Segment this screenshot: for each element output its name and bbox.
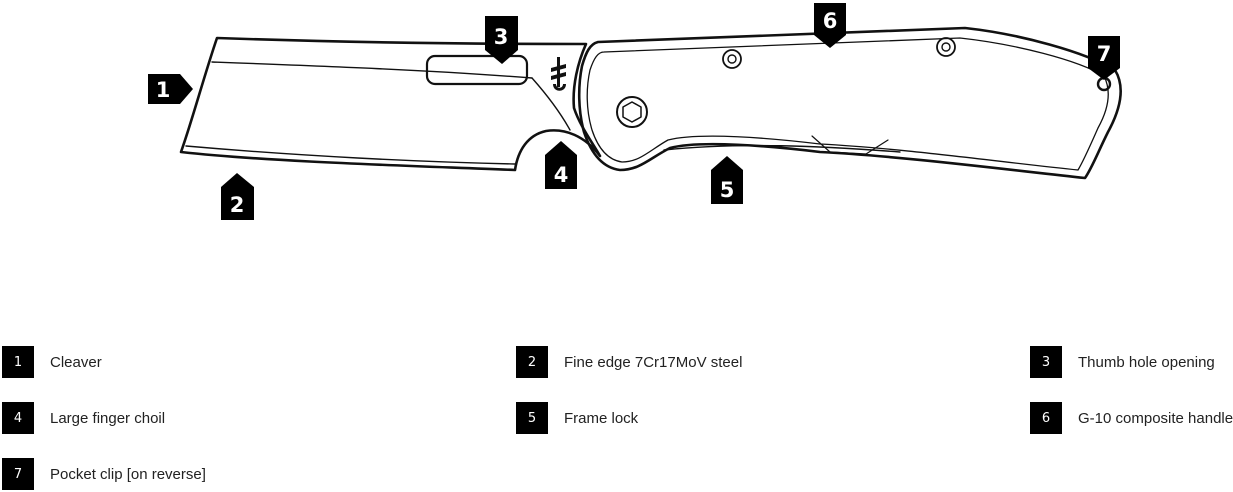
thumb-hole [425, 54, 529, 86]
legend-item-7: 7 Pocket clip [on reverse] [2, 458, 206, 490]
pivot-screw-torx [622, 101, 642, 123]
callout-7: 7 [1088, 36, 1120, 80]
frame-lock-cut [811, 135, 889, 155]
blade-spine-grind [531, 77, 571, 131]
callout-4: 4 [545, 141, 577, 189]
screw-1-inner [727, 54, 737, 64]
legend-item-6: 6 G-10 composite handle [1030, 402, 1233, 434]
blade-edge-line [185, 145, 516, 165]
callout-5-text: 5 [720, 178, 735, 202]
callout-3: 3 [485, 16, 518, 64]
callout-2: 2 [221, 173, 254, 220]
callout-6-text: 6 [823, 9, 838, 33]
legend-label: Large finger choil [50, 409, 166, 427]
legend-item-4: 4 Large finger choil [2, 402, 165, 434]
legend-number: 1 [2, 346, 34, 378]
screw-2-inner [941, 42, 951, 52]
handle-outline [577, 26, 1123, 180]
callout-5: 5 [711, 156, 743, 204]
legend-item-5: 5 Frame lock [516, 402, 638, 434]
legend-number: 2 [516, 346, 548, 378]
screw-2-outer [936, 37, 956, 57]
legend-number: 4 [2, 402, 34, 434]
legend-label: Fine edge 7Cr17MoV steel [564, 353, 743, 371]
legend-item-1: 1 Cleaver [2, 346, 102, 378]
legend-label: Thumb hole opening [1078, 353, 1215, 371]
callout-1: 1 [148, 74, 193, 104]
handle-bevel [586, 37, 1109, 171]
gerber-logo-icon [551, 57, 566, 91]
screw-1-outer [722, 49, 742, 69]
legend-item-3: 3 Thumb hole opening [1030, 346, 1215, 378]
frame-lock-line [663, 144, 901, 153]
callout-1-text: 1 [156, 78, 171, 102]
blade-bevel-line [211, 61, 533, 79]
knife-diagram: 1 2 3 4 5 6 7 [148, 3, 1123, 220]
legend-label: Cleaver [50, 353, 102, 371]
callout-6: 6 [814, 3, 846, 48]
legend-label: Pocket clip [on reverse] [50, 465, 206, 483]
callout-2-text: 2 [230, 193, 245, 217]
callout-7-text: 7 [1097, 42, 1112, 66]
callout-3-text: 3 [494, 25, 509, 49]
callout-4-text: 4 [554, 163, 569, 187]
legend-number: 5 [516, 402, 548, 434]
legend-number: 7 [2, 458, 34, 490]
legend-label: G-10 composite handle [1078, 409, 1233, 427]
legend-label: Frame lock [564, 409, 639, 427]
legend-number: 6 [1030, 402, 1062, 434]
legend-number: 3 [1030, 346, 1062, 378]
pivot-screw-outer [616, 96, 648, 128]
legend-item-2: 2 Fine edge 7Cr17MoV steel [516, 346, 742, 378]
